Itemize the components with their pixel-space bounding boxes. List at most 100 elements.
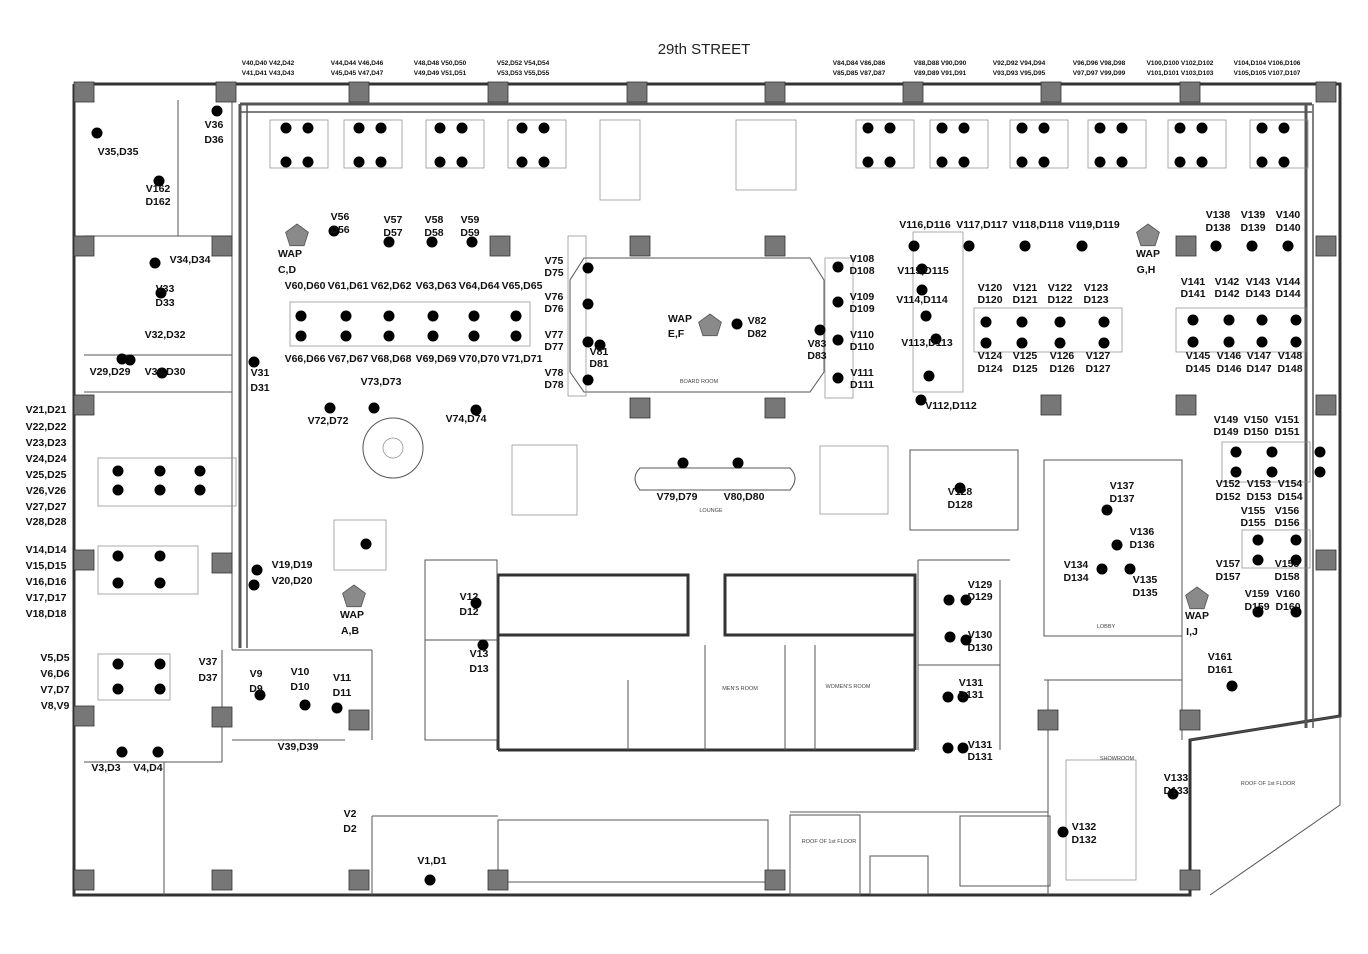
drop-label: D161	[1207, 664, 1232, 676]
drop-label: D124	[977, 363, 1002, 375]
column	[73, 549, 95, 571]
drop-label: V69,D69	[416, 353, 457, 365]
drop-marker	[1290, 336, 1302, 348]
drop-marker	[516, 122, 528, 134]
drop-label: D131	[967, 751, 992, 763]
drop-label: V24,D24	[26, 453, 67, 465]
drop-marker	[954, 482, 966, 494]
drop-marker	[251, 564, 263, 576]
drop-label: V159	[1245, 588, 1270, 600]
drop-marker	[594, 339, 606, 351]
drop-label: V79,D79	[657, 491, 698, 503]
drop-marker	[980, 337, 992, 349]
drop-label: V133	[1164, 772, 1189, 784]
drop-label: A,B	[341, 625, 360, 637]
drop-marker	[375, 122, 387, 134]
drop-label: V114,D114	[896, 294, 948, 306]
column	[73, 705, 95, 727]
drop-label: V36	[205, 119, 224, 131]
drop-marker	[1266, 466, 1278, 478]
drop-marker	[456, 122, 468, 134]
drop-label: D132	[1071, 834, 1096, 846]
drop-marker	[862, 156, 874, 168]
drop-marker	[1246, 240, 1258, 252]
drop-label: D143	[1245, 288, 1270, 300]
street-drop-label: V85,D85 V87,D87	[833, 70, 886, 77]
drop-marker	[957, 691, 969, 703]
drop-marker	[516, 156, 528, 168]
drop-marker	[360, 538, 372, 550]
drop-label: V70,D70	[459, 353, 500, 365]
drop-marker	[1054, 337, 1066, 349]
drop-marker	[153, 175, 165, 187]
drop-marker	[383, 330, 395, 342]
drop-marker	[943, 594, 955, 606]
column	[211, 869, 233, 891]
drop-label: D156	[1274, 517, 1299, 529]
drop-marker	[194, 484, 206, 496]
street-drop-label: V84,D84 V86,D86	[833, 60, 886, 67]
drop-label: V14,D14	[26, 544, 67, 556]
street-drop-label: V44,D44 V46,D46	[331, 60, 384, 67]
drop-marker	[1278, 122, 1290, 134]
drop-marker	[1094, 156, 1106, 168]
drop-marker	[884, 122, 896, 134]
drop-label: V59	[461, 214, 480, 226]
drop-label: D126	[1049, 363, 1074, 375]
drop-label: V31	[251, 367, 270, 379]
drop-marker	[375, 156, 387, 168]
drop-label: V78	[545, 367, 564, 379]
drop-labels: V35,D35V36D36V162D162V34,D34V33D33V32,D3…	[26, 119, 1303, 867]
drop-label: D131	[958, 689, 983, 701]
drop-marker	[427, 310, 439, 322]
drop-marker	[1016, 316, 1028, 328]
drop-marker	[1278, 156, 1290, 168]
drop-label: V21,D21	[26, 404, 67, 416]
drop-label: V160	[1276, 588, 1301, 600]
column	[487, 81, 509, 103]
drop-marker	[1314, 446, 1326, 458]
drop-label: V58	[425, 214, 444, 226]
drop-label: V2	[344, 808, 357, 820]
drop-marker	[1290, 554, 1302, 566]
drop-label: D151	[1274, 426, 1299, 438]
drop-marker	[466, 236, 478, 248]
drop-label: D120	[977, 294, 1002, 306]
drop-marker	[468, 330, 480, 342]
drop-label: D162	[145, 196, 170, 208]
drop-label: D59	[460, 227, 479, 239]
workstation-outlines	[97, 119, 1311, 701]
drop-marker	[1096, 563, 1108, 575]
drop-label: V33	[156, 283, 175, 295]
drop-label: V155	[1241, 505, 1266, 517]
room-name: LOUNGE	[699, 508, 723, 514]
drop-label: V154	[1278, 478, 1303, 490]
drop-label: D83	[807, 350, 826, 362]
drop-marker	[832, 261, 844, 273]
drop-marker	[936, 122, 948, 134]
drop-marker	[295, 330, 307, 342]
drop-marker	[154, 484, 166, 496]
drop-marker	[1098, 337, 1110, 349]
drop-marker	[677, 457, 689, 469]
drop-marker	[920, 310, 932, 322]
drop-label: WAP	[1185, 610, 1209, 622]
drop-marker	[732, 457, 744, 469]
drop-label: V34,D34	[170, 254, 211, 266]
drop-marker	[582, 298, 594, 310]
drop-marker	[302, 122, 314, 134]
drop-marker	[434, 122, 446, 134]
drop-label: V109	[850, 291, 875, 303]
drop-label: V146	[1217, 350, 1242, 362]
drop-marker	[930, 333, 942, 345]
drop-marker	[324, 402, 336, 414]
drop-label: D57	[383, 227, 402, 239]
drop-marker	[936, 156, 948, 168]
drop-label: V64,D64	[459, 280, 500, 292]
drop-marker	[1076, 240, 1088, 252]
drop-marker	[1016, 337, 1028, 349]
drop-label: WAP	[1136, 248, 1160, 260]
drop-label: D136	[1129, 539, 1154, 551]
drop-marker	[112, 683, 124, 695]
